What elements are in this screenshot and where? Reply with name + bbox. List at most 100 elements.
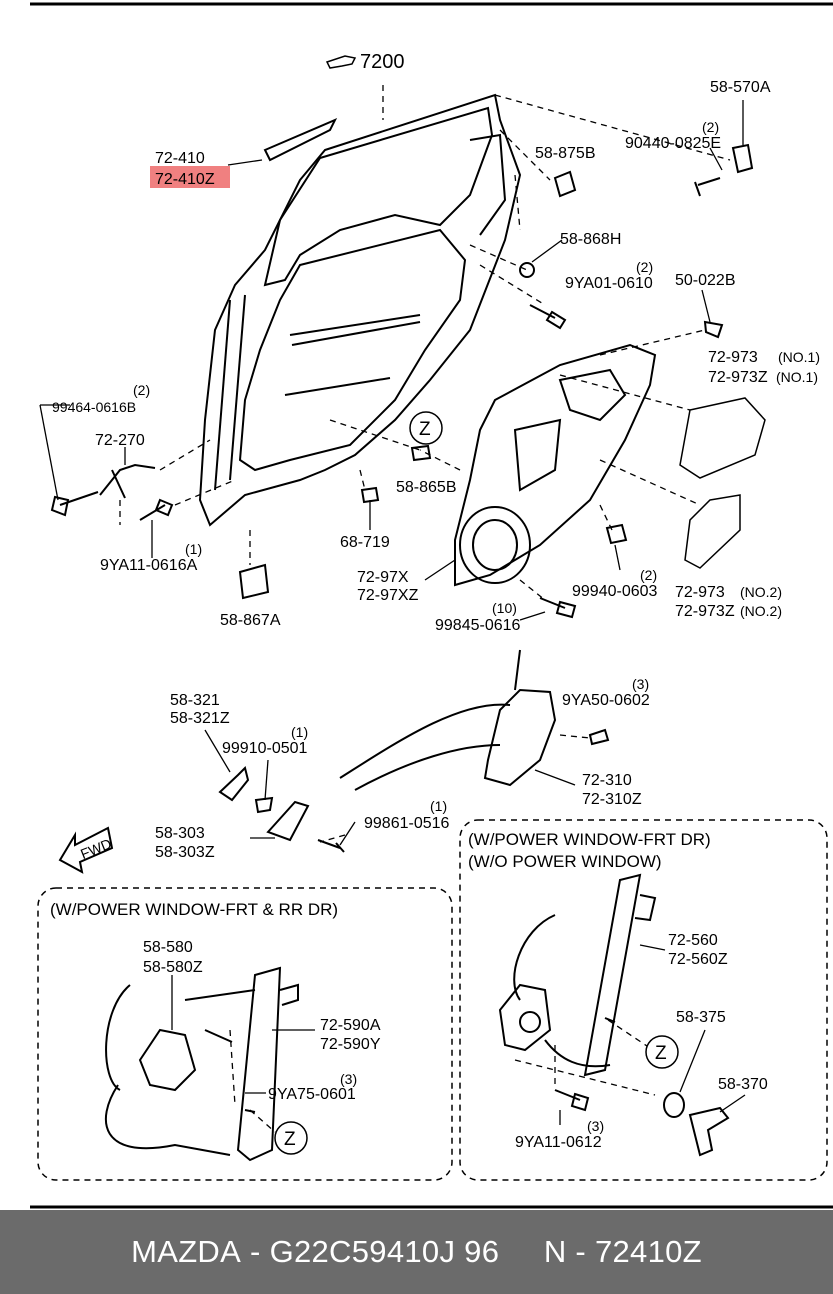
footer-sep: - bbox=[250, 1234, 261, 1269]
latch-label-1: 72-310 bbox=[582, 772, 632, 789]
bolt-0616a-shape bbox=[139, 498, 174, 521]
screw-0825e-shape bbox=[694, 177, 721, 197]
film-no2-tag-1: (NO.2) bbox=[740, 584, 782, 600]
bolt-0610-shape bbox=[529, 304, 567, 330]
bolt-0616b-shape bbox=[50, 491, 99, 517]
fwd-label: FWD bbox=[78, 835, 114, 862]
bolt-0610-qty: (2) bbox=[636, 259, 653, 275]
bolt-0601-qty: (3) bbox=[340, 1071, 357, 1087]
fwd-arrow-icon: FWD bbox=[58, 826, 114, 874]
box-power-title: (W/POWER WINDOW-FRT & RR DR) bbox=[50, 900, 338, 919]
box-manual-window bbox=[459, 819, 828, 1181]
film-no1-label-1: 72-973 bbox=[708, 349, 758, 366]
clip-867a-label: 58-867A bbox=[220, 612, 281, 629]
film-no2-label-2: 72-973Z bbox=[675, 603, 735, 620]
z-mark-1: Z bbox=[409, 411, 443, 445]
bolt-0616-qty: (10) bbox=[492, 600, 517, 616]
bolt-0616a-qty: (1) bbox=[185, 541, 202, 557]
footer-code: N - 72410Z bbox=[543, 1234, 702, 1269]
screw-0501-qty: (1) bbox=[291, 724, 308, 740]
bolt-0602-qty: (3) bbox=[632, 676, 649, 692]
door-panel bbox=[198, 93, 522, 527]
nut-0603-qty: (2) bbox=[640, 567, 657, 583]
bolt-0612-qty: (3) bbox=[587, 1118, 604, 1134]
screw-0516-label: 99861-0516 bbox=[364, 815, 450, 832]
film-no1-label-2: 72-973Z bbox=[708, 369, 768, 386]
clip-719-shape bbox=[360, 486, 380, 504]
nut-0603-label: 99940-0603 bbox=[572, 583, 658, 600]
clip-719-label: 68-719 bbox=[340, 534, 390, 551]
washer-shape bbox=[663, 1092, 685, 1118]
crank-label: 58-370 bbox=[718, 1076, 768, 1093]
window-carrier bbox=[454, 343, 657, 587]
carrier-label-2: 72-97XZ bbox=[357, 587, 419, 604]
footer-part-no: G22C59410J 96 bbox=[269, 1234, 500, 1269]
bolt-0602-shape bbox=[588, 728, 610, 746]
washer-label: 58-375 bbox=[676, 1009, 726, 1026]
screw-0825e-qty: (2) bbox=[702, 119, 719, 135]
highlight-box bbox=[150, 166, 230, 188]
svg-text:Z: Z bbox=[419, 419, 431, 440]
latch-label-2: 72-310Z bbox=[582, 791, 642, 808]
pointing-hand-icon bbox=[325, 55, 357, 69]
parts-diagram: FWD bbox=[30, 2, 833, 1209]
bolt-0616b-qty: (2) bbox=[133, 382, 150, 398]
nut-868h-shape bbox=[519, 262, 535, 278]
box-power-window bbox=[37, 887, 453, 1181]
z-mark-2: Z bbox=[274, 1121, 308, 1155]
film-no2-tag-2: (NO.2) bbox=[740, 603, 782, 619]
svg-text:Z: Z bbox=[655, 1043, 667, 1064]
footer-brand: MAZDA bbox=[131, 1234, 242, 1269]
footer-bar: MAZDA - G22C59410J 96 N - 72410Z bbox=[0, 1210, 833, 1294]
bezel-label-1: 58-303 bbox=[155, 825, 205, 842]
clip-022b-shape bbox=[703, 320, 724, 339]
bolt-0601-label: 9YA75-0601 bbox=[268, 1086, 356, 1103]
pad-875b-shape bbox=[553, 170, 577, 198]
nut-868h-label: 58-868H bbox=[560, 231, 621, 248]
inner-handle-label-1: 58-321 bbox=[170, 692, 220, 709]
bolt-0616-label: 99845-0616 bbox=[435, 617, 521, 634]
motor-label-1: 58-580 bbox=[143, 939, 193, 956]
box-manual-title-1: (W/POWER WINDOW-FRT DR) bbox=[468, 830, 711, 849]
clip-867a-shape bbox=[238, 563, 270, 600]
clip-570a-shape bbox=[731, 143, 754, 174]
bolt-0616b-label: 99464-0616B bbox=[52, 399, 136, 415]
checker-label: 72-270 bbox=[95, 432, 145, 449]
door-ref-label: 7200 bbox=[360, 51, 405, 73]
bumper-865b-label: 58-865B bbox=[396, 479, 457, 496]
clip-022b-label: 50-022B bbox=[675, 272, 736, 289]
bolt-0602-label: 9YA50-0602 bbox=[562, 692, 650, 709]
screw-0501-label: 99910-0501 bbox=[222, 740, 308, 757]
callout-lines bbox=[39, 100, 746, 1125]
film-no1 bbox=[679, 397, 766, 479]
bolt-0612-label: 9YA11-0612 bbox=[515, 1134, 602, 1151]
inner-handle-label-2: 58-321Z bbox=[170, 710, 230, 727]
box-manual-title-2: (W/O POWER WINDOW) bbox=[468, 852, 662, 871]
carrier-label-1: 72-97X bbox=[357, 569, 409, 586]
manual-regulator-label-2: 72-560Z bbox=[668, 951, 728, 968]
bolt-0616-shape bbox=[539, 597, 577, 619]
manual-regulator-label-1: 72-560 bbox=[668, 932, 718, 949]
bezel-label-2: 58-303Z bbox=[155, 844, 215, 861]
motor-label-2: 58-580Z bbox=[143, 959, 203, 976]
screw-0825e-label: 90440-0825E bbox=[625, 135, 721, 152]
bolt-0610-label: 9YA01-0610 bbox=[565, 275, 653, 292]
manual-regulator-shape bbox=[498, 873, 730, 1157]
bumper-865b-shape bbox=[410, 444, 432, 462]
film-no2-label-1: 72-973 bbox=[675, 584, 725, 601]
film-no1-tag-2: (NO.1) bbox=[776, 369, 818, 385]
power-regulator-shape bbox=[104, 966, 299, 1162]
power-regulator-label-2: 72-590Y bbox=[320, 1036, 381, 1053]
nut-0603-shape bbox=[605, 523, 628, 545]
film-no2 bbox=[684, 494, 741, 569]
z-mark-3: Z bbox=[645, 1035, 679, 1069]
svg-text:Z: Z bbox=[284, 1129, 296, 1150]
power-regulator-label-1: 72-590A bbox=[320, 1017, 381, 1034]
leader-lines bbox=[119, 85, 731, 1133]
latch-cable bbox=[339, 649, 521, 791]
outer-handle-label-2: 72-410Z bbox=[155, 171, 215, 188]
screw-0501-shape bbox=[254, 796, 274, 814]
checker-shape bbox=[99, 463, 156, 499]
film-no1-tag-1: (NO.1) bbox=[778, 349, 820, 365]
crank-shape bbox=[688, 1106, 730, 1157]
